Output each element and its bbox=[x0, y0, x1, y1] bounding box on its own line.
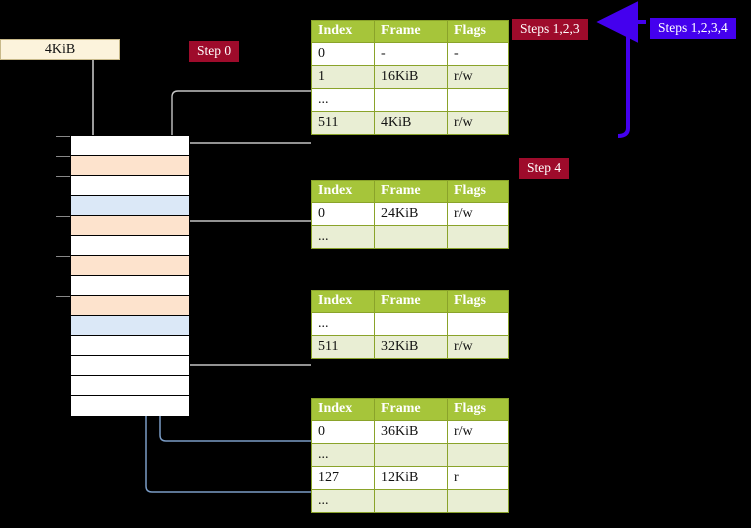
table-cell-flags: r/w bbox=[447, 420, 509, 444]
frame-tick bbox=[56, 256, 70, 257]
frame-tick bbox=[56, 136, 70, 137]
table-cell-index: 0 bbox=[311, 420, 375, 444]
table-cell-flags: r/w bbox=[447, 202, 509, 226]
table-cell-frame: 24KiB bbox=[374, 202, 448, 226]
column-header-flags: Flags bbox=[447, 20, 509, 43]
column-header-index: Index bbox=[311, 290, 375, 313]
memory-frame-row[interactable] bbox=[56, 176, 189, 196]
table-cell-frame: 12KiB bbox=[374, 466, 448, 490]
memory-frame-row[interactable] bbox=[56, 216, 189, 236]
memory-frame-row[interactable] bbox=[71, 376, 189, 396]
table-cell-flags: r bbox=[447, 466, 509, 490]
table-cell-frame bbox=[374, 225, 448, 249]
table-cell-flags: r/w bbox=[447, 65, 509, 89]
table-cell-flags bbox=[447, 88, 509, 112]
connector-memory-to-l2 bbox=[176, 314, 311, 366]
table-row[interactable]: ... bbox=[311, 88, 509, 112]
table-cell-flags bbox=[447, 489, 509, 513]
memory-frame-row[interactable] bbox=[71, 316, 189, 336]
purple-bracket-arrow bbox=[596, 1, 646, 138]
memory-frame-row[interactable] bbox=[56, 136, 189, 156]
frame-tick bbox=[56, 156, 70, 157]
physical-memory-column bbox=[56, 135, 190, 416]
memory-frame-row[interactable] bbox=[71, 196, 189, 216]
badge-steps-1234: Steps 1,2,3,4 bbox=[650, 18, 736, 39]
table-cell-frame: 16KiB bbox=[374, 65, 448, 89]
frame-size-box: 4KiB bbox=[0, 39, 120, 60]
table-cell-frame bbox=[374, 443, 448, 467]
table-cell-frame bbox=[374, 88, 448, 112]
column-header-frame: Frame bbox=[374, 180, 448, 203]
table-cell-frame: 32KiB bbox=[374, 335, 448, 359]
table-row[interactable]: ... bbox=[311, 225, 509, 249]
column-header-index: Index bbox=[311, 20, 375, 43]
memory-frame-row[interactable] bbox=[71, 276, 189, 296]
table-cell-index: 0 bbox=[311, 42, 375, 66]
frame-tick bbox=[56, 296, 70, 297]
memory-frame-row[interactable] bbox=[56, 296, 189, 316]
table-cell-flags bbox=[447, 312, 509, 336]
memory-frame-row[interactable] bbox=[71, 336, 189, 356]
table-row[interactable]: ... bbox=[311, 489, 509, 513]
column-header-index: Index bbox=[311, 180, 375, 203]
frame-tick bbox=[56, 176, 70, 177]
column-header-flags: Flags bbox=[447, 290, 509, 313]
table-cell-index: 127 bbox=[311, 466, 375, 490]
table-cell-index: ... bbox=[311, 443, 375, 467]
badge-step-0: Step 0 bbox=[189, 41, 240, 62]
table-row[interactable]: ... bbox=[311, 312, 509, 336]
column-header-flags: Flags bbox=[447, 398, 509, 421]
column-header-flags: Flags bbox=[447, 180, 509, 203]
column-header-frame: Frame bbox=[374, 290, 448, 313]
table-cell-frame: 36KiB bbox=[374, 420, 448, 444]
table-cell-index: ... bbox=[311, 312, 375, 336]
memory-frame-row[interactable] bbox=[71, 396, 189, 416]
table-cell-flags bbox=[447, 443, 509, 467]
table-cell-index: 1 bbox=[311, 65, 375, 89]
column-header-frame: Frame bbox=[374, 20, 448, 43]
frame-size-label: 4KiB bbox=[44, 41, 76, 57]
memory-frame-row[interactable] bbox=[56, 156, 189, 176]
table-cell-flags: r/w bbox=[447, 335, 509, 359]
memory-frame-row[interactable] bbox=[71, 236, 189, 256]
frame-tick bbox=[56, 216, 70, 217]
table-cell-flags: - bbox=[447, 42, 509, 66]
badge-step-4: Step 4 bbox=[519, 158, 570, 179]
table-cell-index: ... bbox=[311, 489, 375, 513]
table-cell-index: ... bbox=[311, 225, 375, 249]
connector-l0-to-memory bbox=[170, 90, 311, 157]
table-cell-flags: r/w bbox=[447, 111, 509, 135]
table-cell-frame bbox=[374, 312, 448, 336]
column-header-index: Index bbox=[311, 398, 375, 421]
table-row[interactable]: ... bbox=[311, 443, 509, 467]
table-cell-index: 511 bbox=[311, 335, 375, 359]
table-row[interactable]: 0-- bbox=[311, 42, 509, 66]
badge-steps-123: Steps 1,2,3 bbox=[512, 19, 588, 40]
table-cell-frame: - bbox=[374, 42, 448, 66]
table-cell-frame: 4KiB bbox=[374, 111, 448, 135]
table-cell-index: ... bbox=[311, 88, 375, 112]
memory-frame-row[interactable] bbox=[71, 356, 189, 376]
memory-frame-row[interactable] bbox=[56, 256, 189, 276]
column-header-frame: Frame bbox=[374, 398, 448, 421]
table-cell-index: 511 bbox=[311, 111, 375, 135]
table-cell-flags bbox=[447, 225, 509, 249]
table-cell-index: 0 bbox=[311, 202, 375, 226]
connector-l1-to-memory bbox=[176, 220, 311, 236]
table-cell-frame bbox=[374, 489, 448, 513]
